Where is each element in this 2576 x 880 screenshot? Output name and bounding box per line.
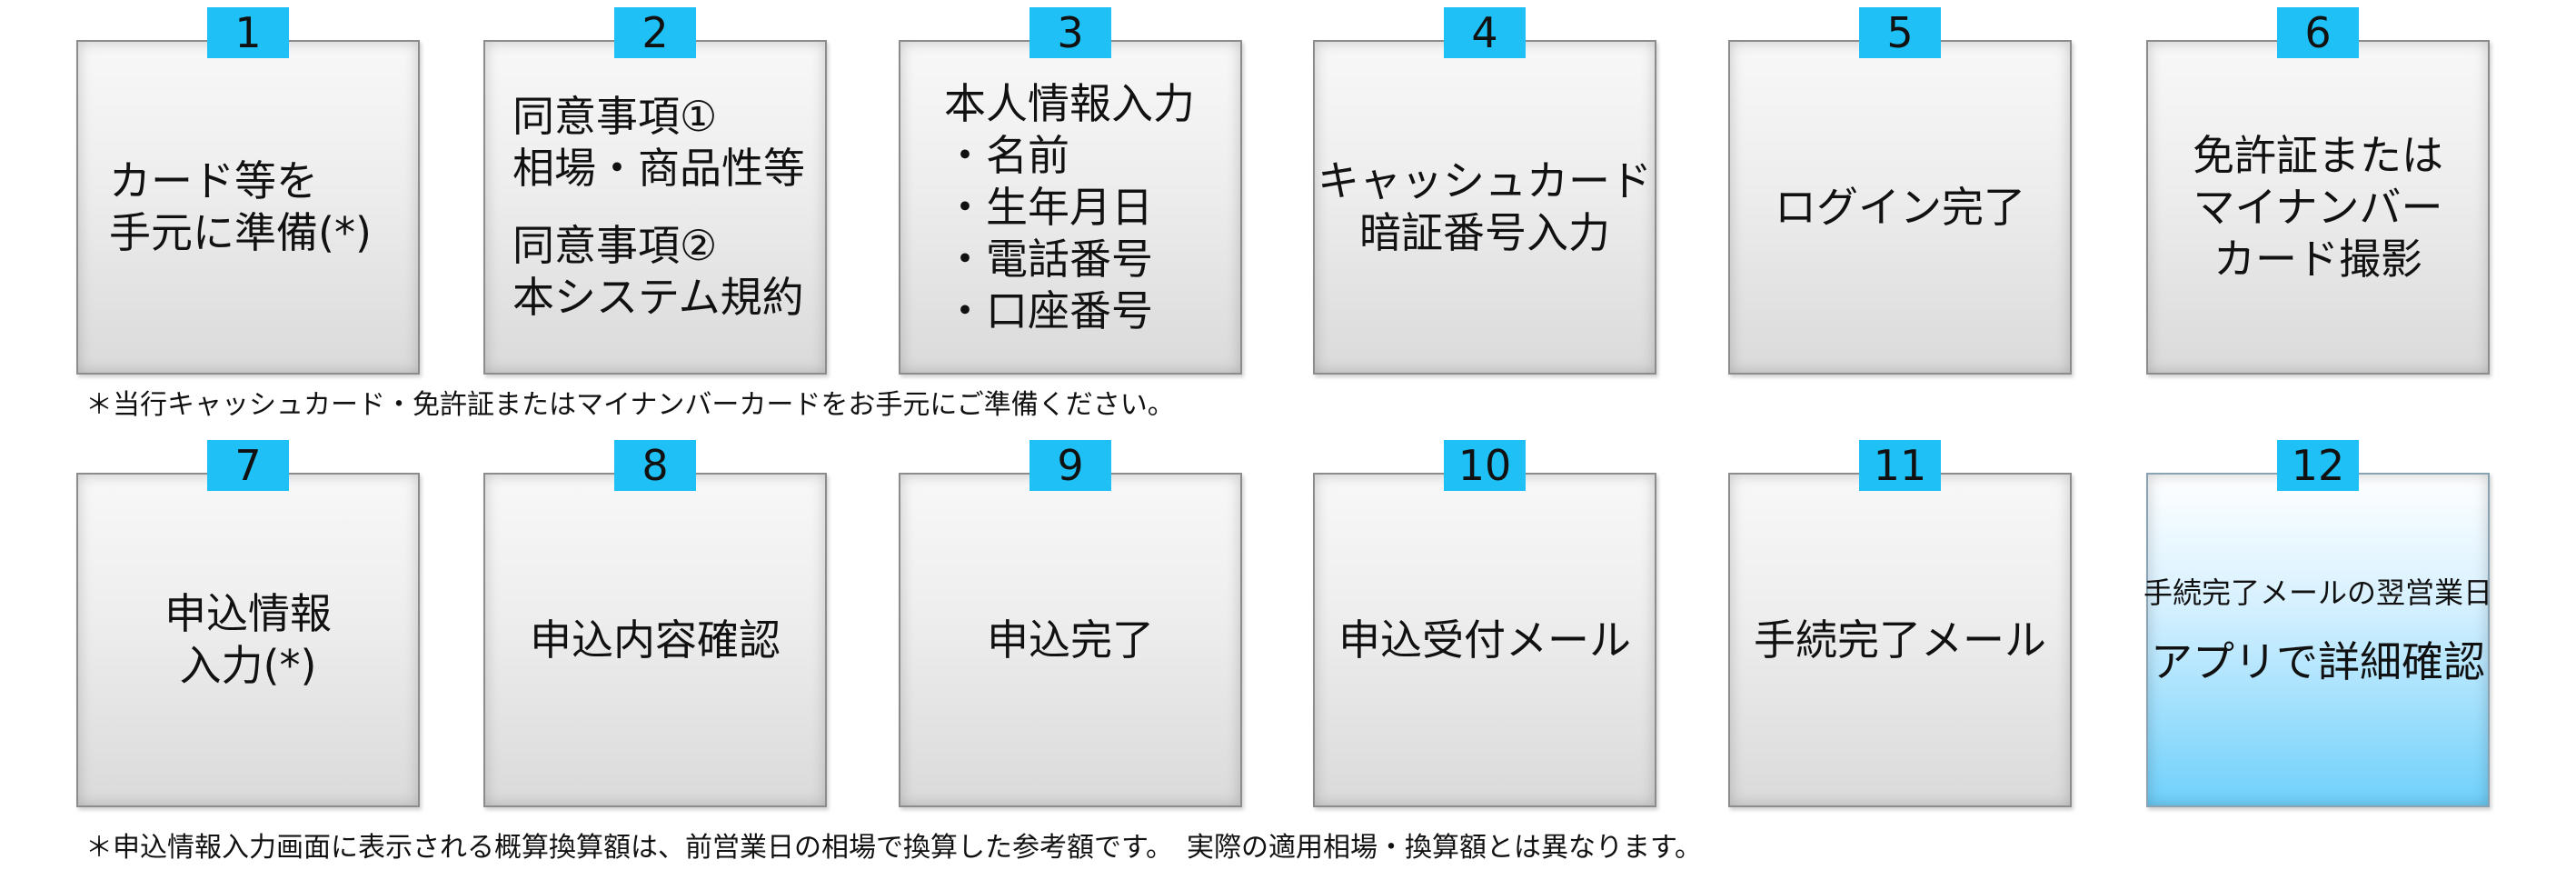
step-text: ログイン完了 xyxy=(1775,182,2025,232)
step-7-application-info: 7 申込情報 入力(*) xyxy=(76,440,420,807)
step-box: キャッシュカード 暗証番号入力 xyxy=(1313,40,1656,375)
step-2-agreements: 2 同意事項① 相場・商品性等 同意事項② 本システム規約 xyxy=(483,7,827,375)
step-text: カード撮影 xyxy=(2213,234,2422,284)
step-box: 申込受付メール xyxy=(1313,473,1656,807)
step-text: 申込受付メール xyxy=(1338,615,1631,665)
step-number-badge: 9 xyxy=(1029,440,1111,491)
step-text: マイナンバー xyxy=(2193,182,2443,232)
step-number-badge: 3 xyxy=(1029,7,1111,58)
step-text: 申込完了 xyxy=(987,615,1154,665)
step-text: ・生年月日 xyxy=(944,182,1153,232)
step-number-badge: 5 xyxy=(1859,7,1941,58)
step-text: カード等を xyxy=(109,156,318,205)
step-11-completion-email: 11 手続完了メール xyxy=(1728,440,2072,807)
step-text: 免許証または xyxy=(2193,130,2443,180)
step-number-badge: 11 xyxy=(1859,440,1941,491)
step-12-app-details: 12 手続完了メールの翌営業日 アプリで詳細確認 xyxy=(2143,440,2493,807)
step-3-personal-info: 3 本人情報入力 ・名前 ・生年月日 ・電話番号 ・口座番号 xyxy=(899,7,1242,375)
step-9-application-complete: 9 申込完了 xyxy=(899,440,1242,807)
step-box: 本人情報入力 ・名前 ・生年月日 ・電話番号 ・口座番号 xyxy=(899,40,1242,375)
step-box: 免許証または マイナンバー カード撮影 xyxy=(2146,40,2490,375)
step-box: 同意事項① 相場・商品性等 同意事項② 本システム規約 xyxy=(483,40,827,375)
step-box-highlighted: 手続完了メールの翌営業日 アプリで詳細確認 xyxy=(2143,473,2493,807)
step-box: ログイン完了 xyxy=(1728,40,2072,375)
step-number-badge: 8 xyxy=(614,440,696,491)
step-10-receipt-email: 10 申込受付メール xyxy=(1313,440,1656,807)
step-box: カード等を 手元に準備(*) xyxy=(76,40,420,375)
step-text: 同意事項① xyxy=(512,92,718,141)
step-text: 手元に準備(*) xyxy=(109,208,372,257)
step-text: 相場・商品性等 xyxy=(512,144,805,193)
step-number-badge: 6 xyxy=(2277,7,2359,58)
step-text: 申込内容確認 xyxy=(530,615,781,665)
step-number-badge: 2 xyxy=(614,7,696,58)
step-number-badge: 7 xyxy=(207,440,289,491)
step-text: 入力(*) xyxy=(179,641,317,690)
step-6-id-photo: 6 免許証または マイナンバー カード撮影 xyxy=(2146,7,2490,375)
step-number-badge: 1 xyxy=(207,7,289,58)
step-number-badge: 10 xyxy=(1444,440,1526,491)
step-text: ・口座番号 xyxy=(944,285,1153,335)
step-text: 申込情報 xyxy=(164,589,332,638)
step-text: ・電話番号 xyxy=(944,234,1153,284)
step-text: アプリで詳細確認 xyxy=(2151,636,2485,686)
note-card-preparation: ＊当行キャッシュカード・免許証またはマイナンバーカードをお手元にご準備ください。 xyxy=(85,389,1175,421)
step-text: キャッシュカード xyxy=(1318,156,1652,205)
step-box: 申込完了 xyxy=(899,473,1242,807)
step-text: 本人情報入力 xyxy=(944,78,1195,128)
step-5-login-complete: 5 ログイン完了 xyxy=(1728,7,2072,375)
step-number-badge: 4 xyxy=(1444,7,1526,58)
step-number-badge: 12 xyxy=(2277,440,2359,491)
step-1-prepare-card: 1 カード等を 手元に準備(*) xyxy=(76,7,420,375)
step-8-confirm-application: 8 申込内容確認 xyxy=(483,440,827,807)
step-text: ・名前 xyxy=(944,130,1069,180)
step-box: 申込情報 入力(*) xyxy=(76,473,420,807)
step-box: 手続完了メール xyxy=(1728,473,2072,807)
step-4-pin-entry: 4 キャッシュカード 暗証番号入力 xyxy=(1313,7,1656,375)
step-box: 申込内容確認 xyxy=(483,473,827,807)
step-subtext: 手続完了メールの翌営業日 xyxy=(2143,575,2493,610)
step-text: 手続完了メール xyxy=(1754,615,2046,665)
step-text: 同意事項② xyxy=(512,221,718,270)
step-text: 本システム規約 xyxy=(512,273,804,322)
note-conversion-disclaimer: ＊申込情報入力画面に表示される概算換算額は、前営業日の相場で換算した参考額です。… xyxy=(85,832,1702,864)
step-text: 暗証番号入力 xyxy=(1359,208,1610,257)
